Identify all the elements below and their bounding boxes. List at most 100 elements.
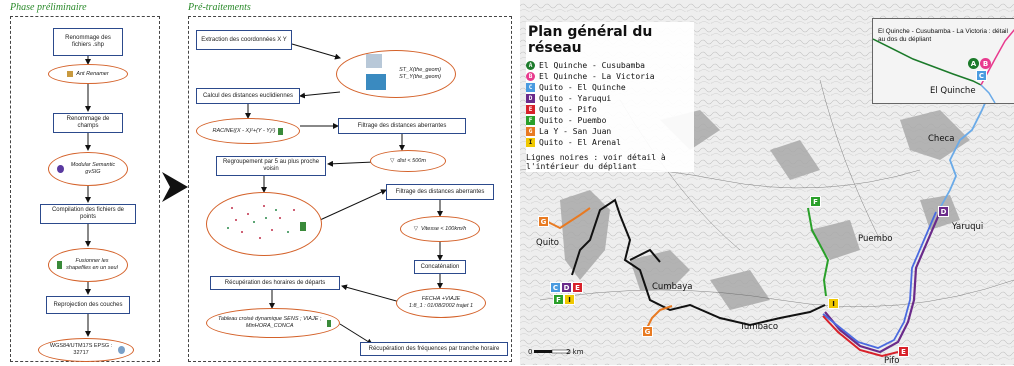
flow-box-compile-points: Compilation des fichiers de points — [40, 204, 136, 224]
middle-panel-title: Pré-traitements — [188, 2, 251, 13]
merge-tool-icon — [57, 261, 63, 269]
legend-badge: D — [526, 94, 535, 103]
legend-label: El Quinche - Cusubamba — [539, 61, 645, 70]
place-cumbaya: Cumbaya — [652, 282, 693, 292]
legend-item: E Quito - Pifo — [526, 104, 694, 115]
legend-label: Quito - Yaruqui — [539, 94, 612, 103]
legend-item: G La Y - San Juan — [526, 126, 694, 137]
flow-box-regroup: Regroupement par 5 au plus proche voisin — [216, 156, 326, 176]
marker-d-quito: D — [561, 282, 572, 293]
place-checa: Checa — [928, 134, 955, 144]
scatter-points-icon — [227, 205, 306, 239]
marker-b: B — [980, 58, 991, 69]
postgis-icon — [366, 54, 382, 68]
legend-badge: G — [526, 127, 535, 136]
legend-badge: E — [526, 105, 535, 114]
marker-g-quito: G — [538, 216, 549, 227]
legend-label: El Quinche - La Victoria — [539, 72, 655, 81]
map-title: Plan général du réseau — [528, 24, 653, 56]
marker-i-quito: I — [564, 294, 575, 305]
marker-g-sanjuan: G — [642, 326, 653, 337]
tableau-label: Tableau croisé dynamique SENS ; VIAJE ; … — [217, 316, 322, 329]
flow-box-concat: Concaténation — [414, 260, 466, 274]
legend-badge: C — [526, 83, 535, 92]
legend-item: D Quito - Yaruqui — [526, 93, 694, 104]
fecha-label: FECHA +VIAJE — [421, 296, 461, 303]
marker-e-quito: E — [572, 282, 583, 293]
legend-item: I Quito - El Arenal — [526, 137, 694, 148]
marker-a: A — [968, 58, 979, 69]
flow-box-recup-horaires: Récupération des horaires de départs — [210, 276, 340, 290]
sheet-icon — [278, 127, 284, 135]
legend-badge: B — [526, 72, 535, 81]
legend-item: C Quito - El Quinche — [526, 82, 694, 93]
scale-two-label: 2 km — [566, 348, 584, 356]
flow-oval-dist: ▽ dist < 500m — [370, 150, 446, 172]
legend-item: A El Quinche - Cusubamba — [526, 60, 694, 71]
legend-label: Quito - El Quinche — [539, 83, 626, 92]
flow-box-euclidean: Calcul des distances euclidiennes — [196, 88, 300, 104]
legend-label: La Y - San Juan — [539, 127, 612, 136]
ant-renamer-icon — [67, 71, 74, 77]
flow-oval-ant-renamer: Ant Renamer — [48, 64, 128, 84]
marker-e-pifo: E — [898, 346, 909, 357]
st-x-label: ST_X(the_geom) — [399, 67, 441, 74]
modular-semantic-label: Modular Semantic gvSIG — [70, 162, 116, 175]
flow-box-recup-frequences: Récupération des fréquences par tranche … — [360, 342, 508, 356]
flow-oval-fecha: FECHA +VIAJE 1:8_1 : 01/08/2002 trajet 1 — [396, 288, 486, 318]
flow-box-rename-files: Renommage des fichiers .shp — [53, 28, 123, 56]
place-pifo: Pifo — [884, 356, 900, 366]
flow-oval-merge-shapefiles: Fusionner les shapefiles en un seul — [48, 248, 128, 282]
epsg-label: WGS84/UTM17S EPSG : 32717 — [49, 343, 113, 356]
postgresql-icon — [366, 74, 386, 90]
legend-label: Quito - Pifo — [539, 105, 597, 114]
marker-f-puembo: F — [810, 196, 821, 207]
legend-badge: I — [526, 138, 535, 147]
place-puembo: Puembo — [858, 234, 893, 244]
place-quito: Quito — [536, 238, 559, 248]
flow-oval-st-xy: ST_X(the_geom) ST_Y(the_geom) — [336, 50, 456, 98]
inset-canvas — [872, 29, 1014, 104]
legend-badge: A — [526, 61, 535, 70]
dist-label: dist < 500m — [397, 157, 426, 164]
flow-oval-epsg: WGS84/UTM17S EPSG : 32717 — [38, 338, 134, 362]
st-y-label: ST_Y(the_geom) — [399, 74, 441, 80]
map-legend: Plan général du réseau A El Quinche - Cus… — [526, 22, 694, 172]
filter-icon-2: ▽ — [413, 225, 418, 232]
merge-shapefiles-label: Fusionner les shapefiles en un seul — [66, 258, 118, 271]
marker-c-quinche: C — [976, 70, 987, 81]
ant-renamer-label: Ant Renamer — [76, 70, 109, 77]
racine-label: RACINE((X - X)²+(Y - Y)²) — [212, 127, 276, 134]
middle-panel — [188, 16, 512, 362]
legend-item: B El Quinche - La Victoria — [526, 71, 694, 82]
fecha-detail: 1:8_1 : 01/08/2002 trajet 1 — [408, 303, 474, 309]
flow-oval-racine: RACINE((X - X)²+(Y - Y)²) — [196, 118, 300, 144]
flow-box-reprojection: Reprojection des couches — [46, 296, 130, 314]
left-flow-arrows — [85, 56, 91, 337]
big-arrow-icon — [162, 172, 188, 202]
left-panel-title: Phase préliminaire — [10, 2, 87, 13]
gvsig-icon — [57, 165, 64, 173]
place-tumbaco: Tumbaco — [740, 322, 779, 332]
flow-oval-modular-semantic: Modular Semantic gvSIG — [48, 152, 128, 186]
legend-badge: F — [526, 116, 535, 125]
marker-d-yaruqui: D — [938, 206, 949, 217]
vitesse-label: Vitesse < 100km/h — [420, 225, 467, 232]
place-el-quinche: El Quinche — [930, 86, 976, 96]
flow-box-filter-distance: Filtrage des distances aberrantes — [338, 118, 466, 134]
place-yaruqui: Yaruqui — [952, 222, 984, 232]
flow-oval-vitesse: ▽ Vitesse < 100km/h — [400, 216, 480, 242]
marker-c-quito: C — [550, 282, 561, 293]
legend-label: Quito - El Arenal — [539, 138, 621, 147]
inset-note: El Quinche - Cusubamba - La Victoria : d… — [878, 28, 1008, 43]
middle-flow-arrows — [245, 43, 443, 345]
marker-i-arenal: I — [828, 298, 839, 309]
legend-item: F Quito - Puembo — [526, 115, 694, 126]
marker-f-quito: F — [553, 294, 564, 305]
legend-note: Lignes noires : voir détail à l'intérieu… — [526, 153, 666, 171]
globe-icon — [118, 346, 125, 354]
legend-label: Quito - Puembo — [539, 116, 607, 125]
flow-box-filter-distance-2: Filtrage des distances aberrantes — [386, 184, 494, 200]
scale-zero-label: 0 — [528, 348, 533, 356]
